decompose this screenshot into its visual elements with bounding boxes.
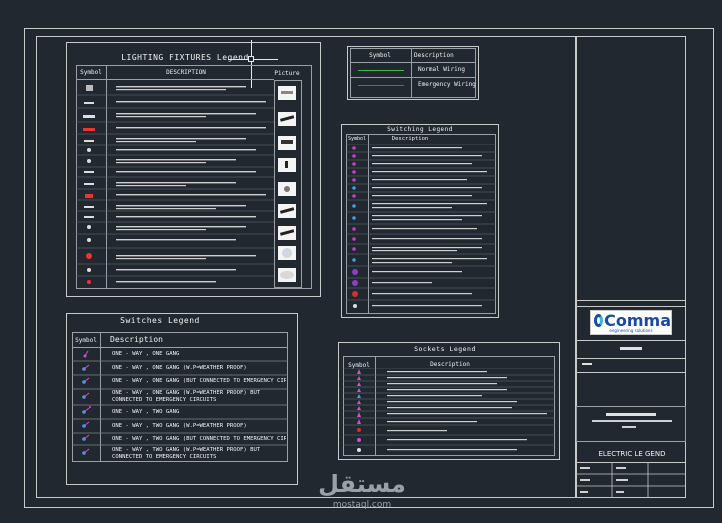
switch-row-8: ONE - WAY , TWO GANG (W.P=WEATHER PROOF)… <box>112 447 261 460</box>
cursor-crosshair-icon <box>251 40 252 88</box>
title-block-line-4 <box>576 358 686 359</box>
tb-text-1 <box>620 347 642 350</box>
outer-frame <box>24 28 714 508</box>
switch-row-7: ONE - WAY , TWO GANG (BUT CONNECTED TO E… <box>112 436 286 442</box>
tb-grid <box>576 462 686 498</box>
lighting-col-description: DESCRIPTION <box>166 69 206 76</box>
logo-text: Comma <box>604 310 671 330</box>
lighting-rows <box>76 80 274 288</box>
tb-text-4 <box>592 420 672 422</box>
logo-subtitle: engineering solutions <box>609 328 653 333</box>
switch-row-4: ONE - WAY , ONE GANG (W.P=WEATHER PROOF)… <box>112 390 261 403</box>
title-block <box>576 36 686 498</box>
emergency-wiring-label: Emergency Wiring <box>418 81 476 88</box>
sockets-col-divider <box>375 356 376 456</box>
drawing-title: ELECTRIC LE GEND <box>598 450 666 458</box>
title-block-line-3 <box>576 340 686 341</box>
switches-col-symbol: Symbol <box>75 337 97 344</box>
lighting-symbols <box>76 85 274 284</box>
tb-text-5 <box>622 426 636 428</box>
lighting-legend-title: LIGHTING FIXTURES Legend <box>121 53 249 62</box>
switches-row-lines <box>72 347 288 462</box>
switches-legend-panel <box>66 313 298 485</box>
switching-legend-panel <box>341 124 499 318</box>
switches-table <box>72 332 288 462</box>
switches-header-line <box>72 347 288 348</box>
lighting-legend-panel <box>66 42 321 297</box>
switches-legend-title: Switches Legend <box>120 316 200 325</box>
switches-grid <box>72 350 288 455</box>
lighting-col-picture: Picture <box>274 70 300 77</box>
switch-row-6: ONE - WAY , TWO GANG (W.P=WEATHER PROOF) <box>112 423 247 429</box>
switching-symbols <box>346 143 496 308</box>
normal-wiring-line <box>358 70 404 71</box>
wiring-legend-panel <box>347 46 479 100</box>
sockets-rows <box>343 367 555 456</box>
logo-mark-icon <box>594 313 604 327</box>
wiring-col-symbol: Symbol <box>369 52 391 59</box>
emergency-wiring-line <box>358 85 404 86</box>
switches-col-description: Description <box>110 335 163 344</box>
wiring-row-line <box>350 77 476 78</box>
switch-row-1: ONE - WAY , ONE GANG <box>112 351 180 357</box>
fixture-pictures <box>276 82 300 286</box>
sockets-legend-title: Sockets Legend <box>414 345 476 353</box>
sockets-legend-panel <box>338 342 560 460</box>
lighting-col-symbol: Symbol <box>80 69 102 76</box>
picture-column <box>274 80 302 288</box>
watermark-arabic: مستقل <box>318 470 406 498</box>
title-block-line-2 <box>576 306 686 307</box>
wiring-col-description: Description <box>414 52 454 59</box>
tb-text-3 <box>606 413 656 416</box>
logo-box: Comma engineering solutions <box>590 310 672 335</box>
switching-rows <box>346 143 496 314</box>
lighting-header-line <box>76 79 274 80</box>
sockets-table <box>343 356 555 456</box>
switch-row-2: ONE - WAY , ONE GANG (W.P=WEATHER PROOF) <box>112 365 247 371</box>
sockets-symbols <box>343 367 555 452</box>
sockets-col-symbol: Symbol <box>348 362 370 369</box>
tb-text-2 <box>582 363 592 365</box>
fixture-picture-thumbnails <box>278 86 296 282</box>
cursor-pickbox <box>248 56 254 62</box>
switch-row-5: ONE - WAY , TWO GANG <box>112 409 180 415</box>
inner-frame <box>36 36 576 498</box>
watermark-url: mostaql.com <box>332 500 392 510</box>
switching-col-description: Description <box>391 136 429 142</box>
switches-col-divider <box>100 332 101 462</box>
title-block-line-6 <box>576 462 686 463</box>
wiring-col-divider <box>411 48 412 98</box>
switching-legend-title: Switching Legend <box>387 126 453 133</box>
title-block-line-1 <box>576 300 686 301</box>
title-block-line-5 <box>576 372 686 373</box>
title-block-grid <box>576 462 686 498</box>
normal-wiring-label: Normal Wiring <box>418 66 465 73</box>
wiring-header-line <box>350 62 476 63</box>
sockets-col-description: Description <box>430 361 470 368</box>
switching-col-symbol: Symbol <box>347 136 367 142</box>
switch-row-3: ONE - WAY , ONE GANG (BUT CONNECTED TO E… <box>112 378 286 384</box>
project-box <box>576 406 686 442</box>
wiring-legend-inner <box>350 48 476 98</box>
